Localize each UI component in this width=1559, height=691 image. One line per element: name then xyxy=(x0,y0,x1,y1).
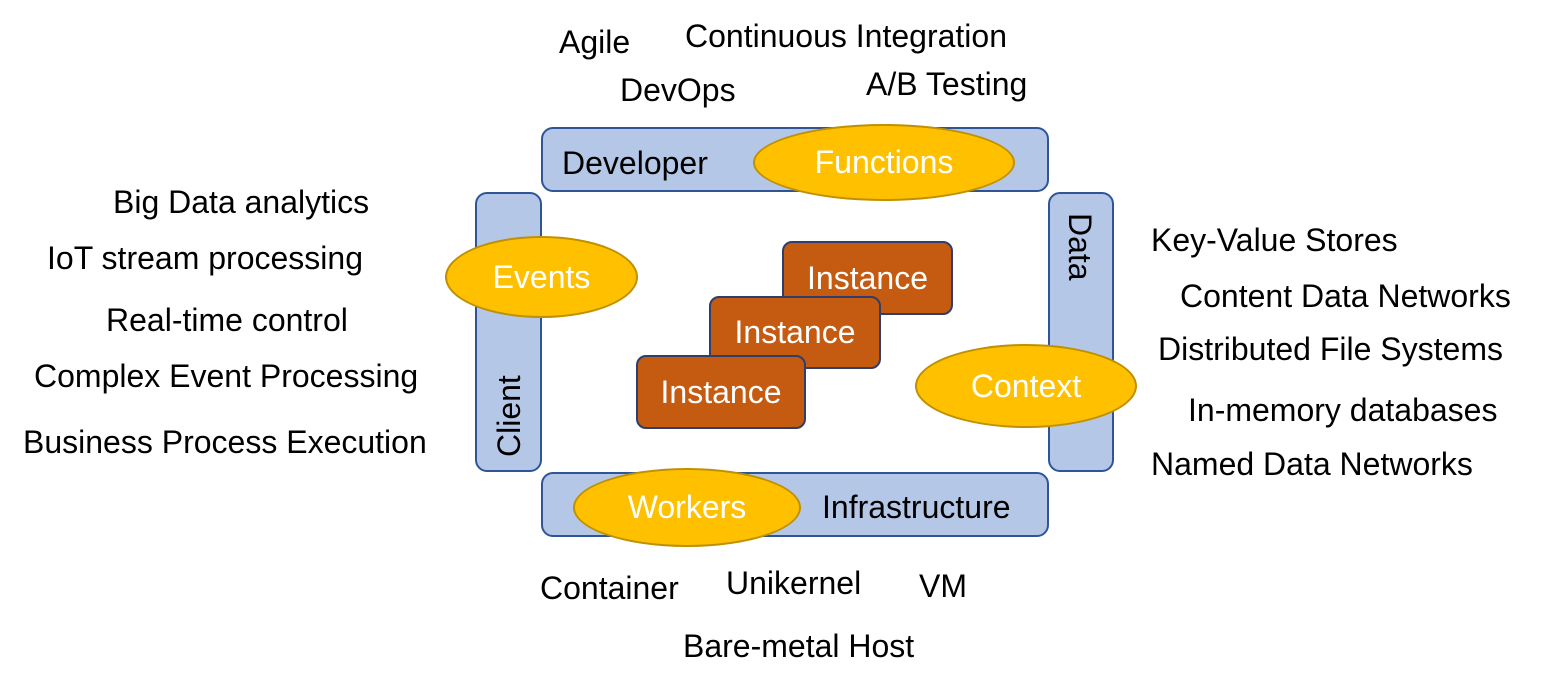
context-ellipse: Context xyxy=(915,344,1137,428)
developer-bar-label: Developer xyxy=(562,145,708,181)
client-bar: Client xyxy=(475,192,542,472)
label-bare-metal-host: Bare-metal Host xyxy=(683,628,915,664)
instance-box-front: Instance xyxy=(636,355,806,429)
label-devops: DevOps xyxy=(620,72,736,108)
label-agile: Agile xyxy=(559,24,631,60)
label-iot-stream-processing: IoT stream processing xyxy=(47,240,363,276)
label-continuous-integration: Continuous Integration xyxy=(685,18,1007,54)
label-unikernel: Unikernel xyxy=(726,565,862,601)
infrastructure-bar-label: Infrastructure xyxy=(822,489,1011,525)
label-container: Container xyxy=(540,570,679,606)
label-vm: VM xyxy=(919,568,967,604)
functions-ellipse: Functions xyxy=(753,124,1015,201)
label-complex-event-processing: Complex Event Processing xyxy=(34,358,419,394)
label-ab-testing: A/B Testing xyxy=(866,66,1028,102)
data-bar: Data xyxy=(1048,192,1114,472)
label-in-memory-databases: In-memory databases xyxy=(1188,392,1498,428)
client-bar-label: Client xyxy=(491,375,527,457)
events-ellipse: Events xyxy=(445,236,638,318)
label-named-data-networks: Named Data Networks xyxy=(1151,446,1473,482)
label-key-value-stores: Key-Value Stores xyxy=(1151,222,1398,258)
label-business-process-execution: Business Process Execution xyxy=(23,424,427,460)
label-distributed-file-systems: Distributed File Systems xyxy=(1158,331,1503,367)
label-big-data-analytics: Big Data analytics xyxy=(113,184,370,220)
workers-ellipse: Workers xyxy=(573,468,801,547)
label-real-time-control: Real-time control xyxy=(106,302,348,338)
data-bar-label: Data xyxy=(1062,213,1098,281)
label-content-data-networks: Content Data Networks xyxy=(1180,278,1511,314)
